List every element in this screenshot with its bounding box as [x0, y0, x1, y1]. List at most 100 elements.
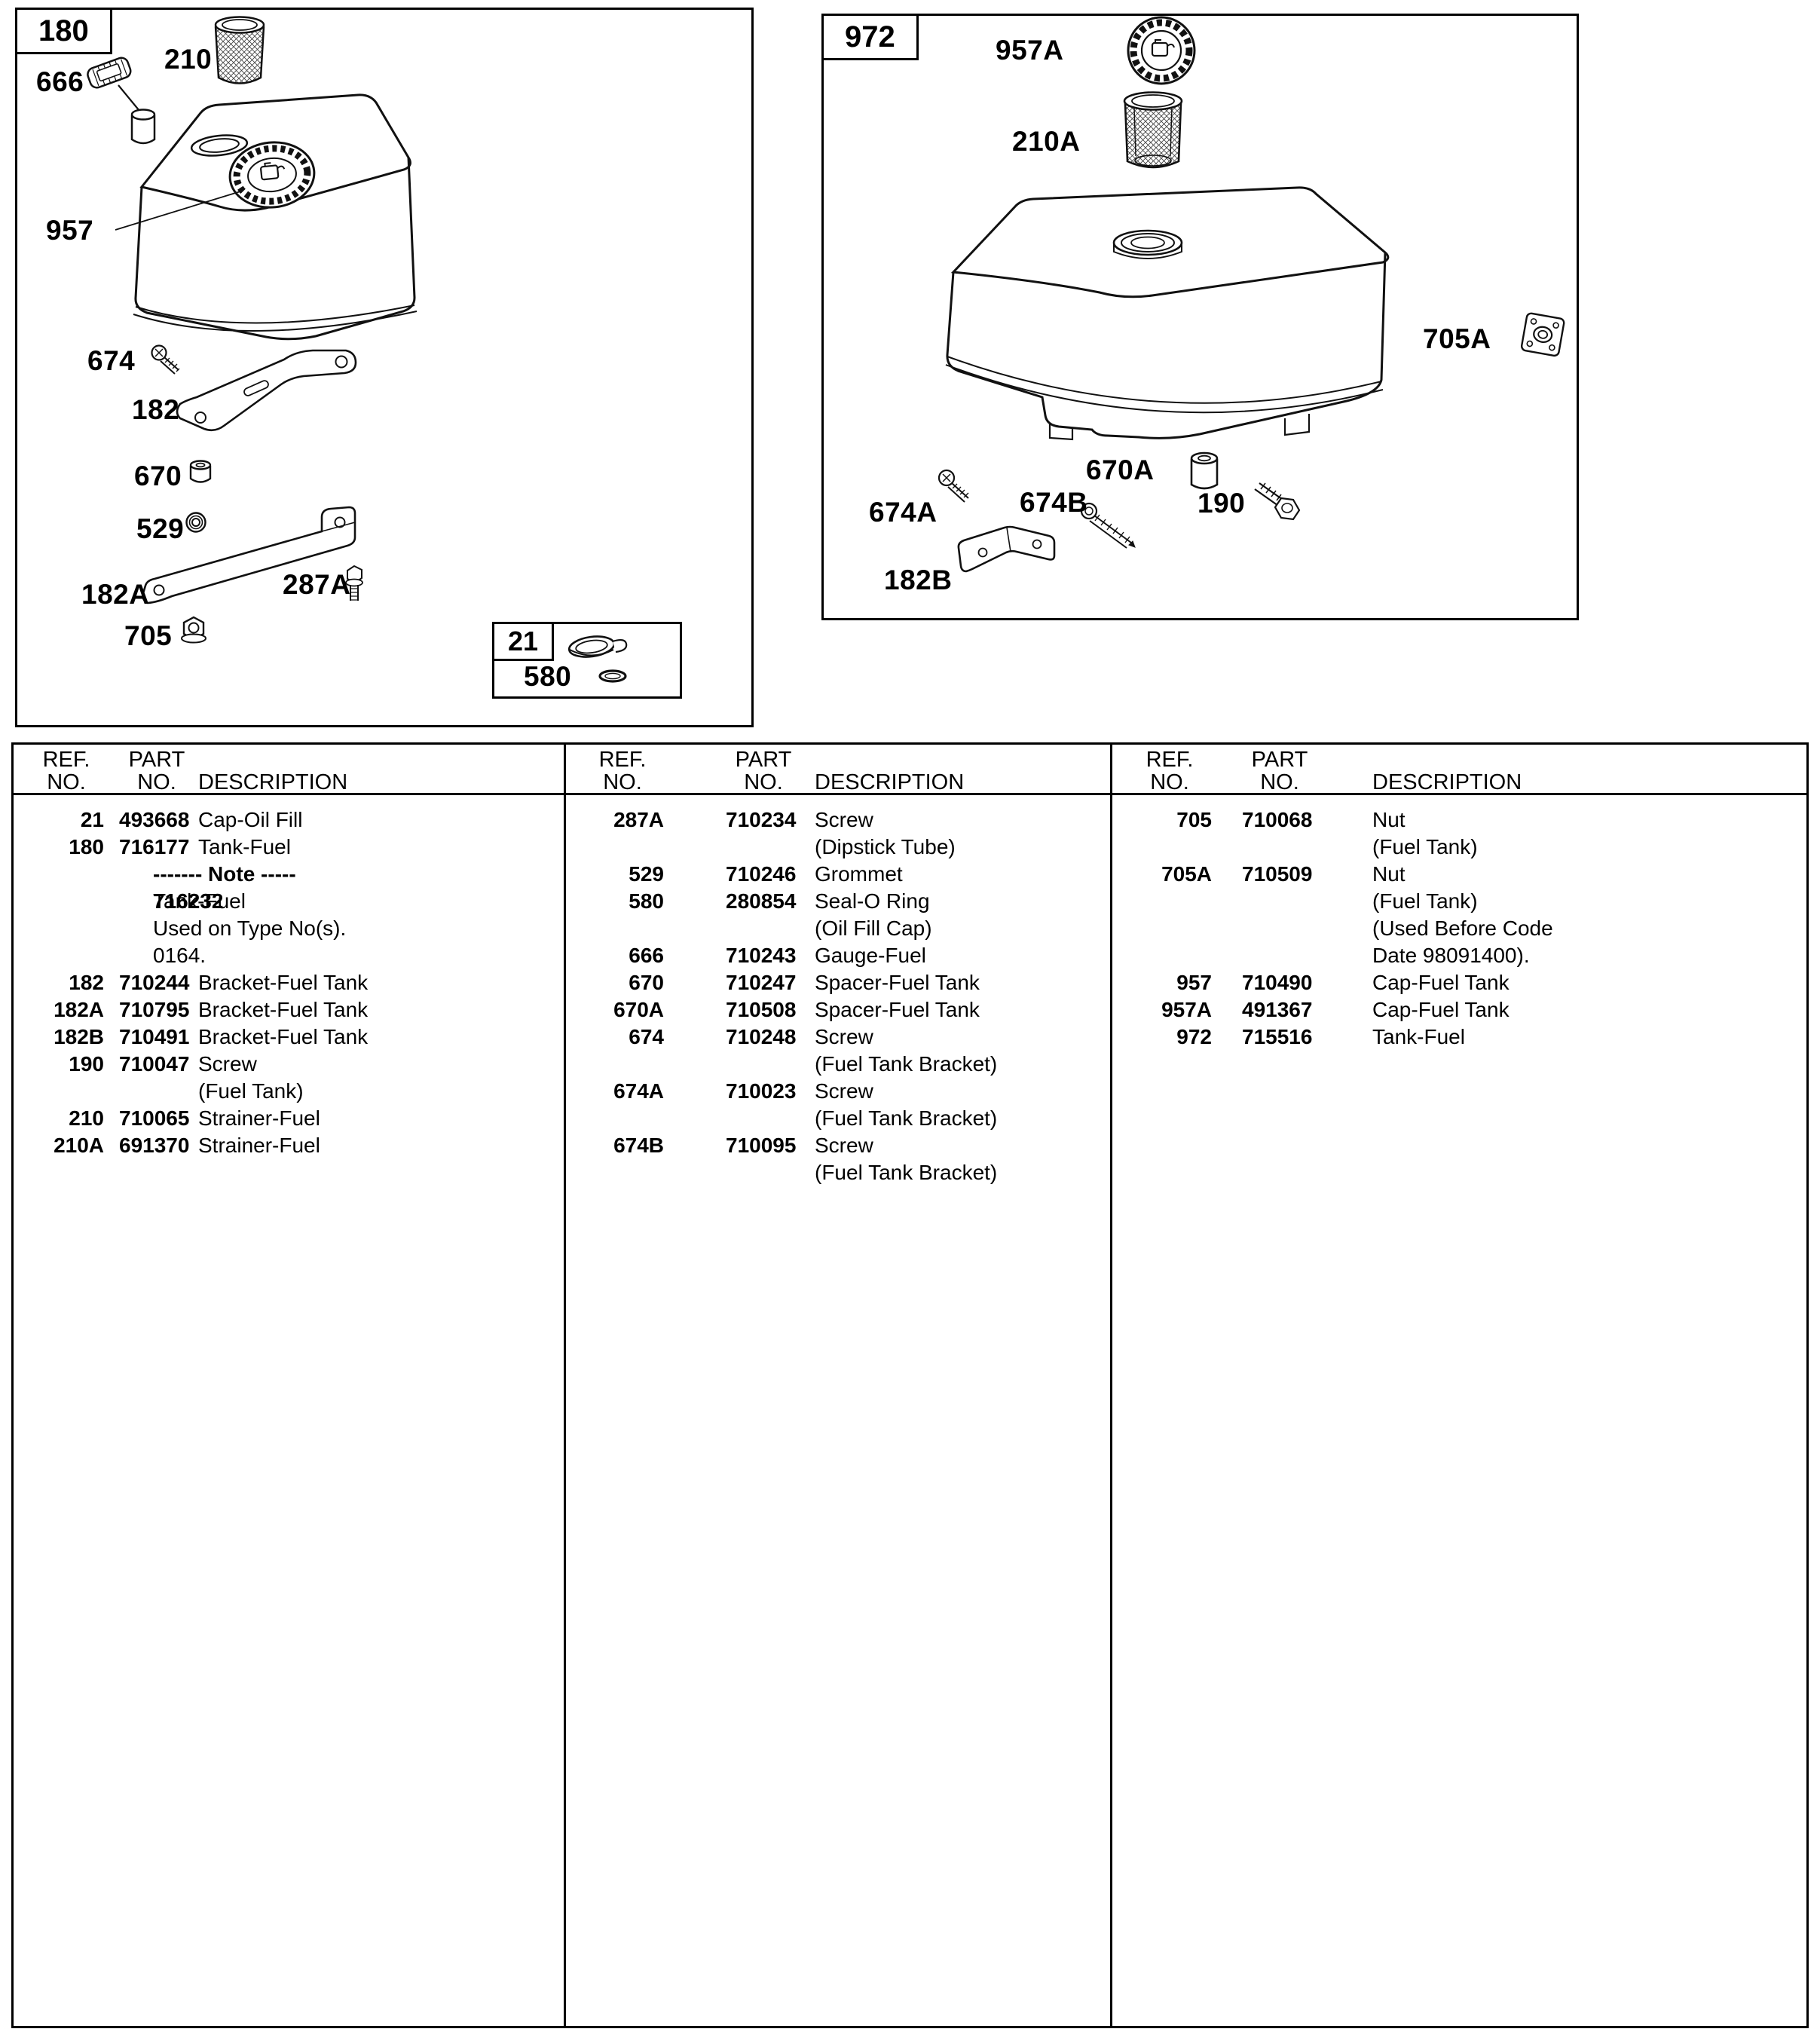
cell-desc: (Oil Fill Cap)	[815, 917, 932, 940]
cell-desc: (Fuel Tank)	[1372, 835, 1478, 858]
table-row: (Fuel Tank)	[1112, 888, 1811, 915]
cell-desc: Screw	[815, 1079, 873, 1103]
cell-ref: 182A	[54, 998, 104, 1021]
cell-ref: 210	[69, 1106, 104, 1130]
header-no: NO.	[1260, 770, 1299, 794]
inset-box-label-21: 21	[494, 624, 555, 661]
cell-part: 280854	[726, 889, 797, 913]
cell-ref: 180	[69, 835, 104, 858]
bracket-icon-182A	[142, 506, 356, 604]
table-row: (Dipstick Tube)	[566, 834, 1110, 861]
screw-icon-674B	[1080, 502, 1136, 549]
cell-desc: Strainer-Fuel	[198, 1106, 320, 1130]
header-part: PART	[735, 748, 792, 772]
cell-desc: Cap-Oil Fill	[198, 808, 303, 831]
cell-desc: Cap-Fuel Tank	[1372, 998, 1510, 1021]
cell-part: 710243	[726, 944, 797, 967]
cell-part: 710490	[1242, 971, 1313, 994]
cell-desc: (Used Before Code	[1372, 917, 1553, 940]
fuel-gauge-icon-666	[87, 57, 156, 145]
header-no: NO.	[137, 770, 176, 794]
cell-ref: 21	[80, 808, 104, 831]
bracket-icon-182	[176, 349, 357, 432]
cell-desc: Tank-Fuel	[1372, 1025, 1465, 1048]
diagram-box-label-972: 972	[824, 16, 919, 60]
spacer-icon-670	[189, 460, 212, 483]
header-ref: REF.	[1146, 748, 1194, 772]
table-header-2: REF. NO. PART NO. DESCRIPTION	[566, 745, 1110, 794]
callout-182: 182	[132, 394, 180, 425]
callout-705: 705	[124, 620, 173, 651]
strainer-icon-210A	[1123, 91, 1183, 169]
cell-ref: 210A	[54, 1134, 104, 1157]
table-row: (Fuel Tank Bracket)	[566, 1051, 1110, 1078]
cell-ref: 705A	[1161, 862, 1212, 886]
cell-desc: (Fuel Tank)	[198, 1079, 304, 1103]
callout-210: 210	[164, 44, 213, 75]
cell-part: 710509	[1242, 862, 1313, 886]
header-no: NO.	[744, 770, 783, 794]
fuel-cap-icon-957	[228, 141, 316, 209]
header-description: DESCRIPTION	[1372, 770, 1522, 794]
table-row: Used on Type No(s).	[14, 915, 564, 942]
cell-desc: Screw	[198, 1052, 257, 1076]
strainer-icon-210	[214, 16, 265, 84]
table-row: (Fuel Tank Bracket)	[566, 1105, 1110, 1132]
cell-ref: 190	[69, 1052, 104, 1076]
cell-part: 716177	[119, 835, 190, 858]
header-part: PART	[1251, 748, 1308, 772]
header-part: PART	[128, 748, 185, 772]
callout-182B: 182B	[884, 565, 953, 595]
cell-desc: Bracket-Fuel Tank	[198, 998, 369, 1021]
table-row: 716232 Tank-Fuel	[14, 888, 564, 915]
diagram-art-180	[87, 16, 628, 683]
header-description: DESCRIPTION	[815, 770, 965, 794]
callout-529: 529	[136, 513, 185, 544]
callout-674B: 674B	[1020, 487, 1088, 518]
cell-part: 710508	[726, 998, 797, 1021]
cell-desc: (Fuel Tank Bracket)	[815, 1161, 998, 1184]
cell-ref: 674	[629, 1025, 664, 1048]
cell-desc: Seal-O Ring	[815, 889, 930, 913]
flange-nut-icon-705A	[1520, 312, 1565, 357]
fuel-cap-icon-957A	[1127, 16, 1196, 85]
callout-182A: 182A	[81, 579, 150, 610]
callout-670A: 670A	[1086, 454, 1155, 485]
table-row: Date 98091400).	[1112, 942, 1811, 969]
fuel-tank-art-972	[945, 186, 1390, 441]
cell-desc: Nut	[1372, 808, 1406, 831]
cell-ref: 529	[629, 862, 664, 886]
fuel-tank-art-180	[133, 93, 418, 341]
callout-666: 666	[36, 66, 84, 97]
o-ring-icon-580	[598, 669, 627, 683]
cell-part: 710068	[1242, 808, 1313, 831]
callout-580: 580	[524, 661, 572, 692]
cell-part: 691370	[119, 1134, 190, 1157]
cell-desc: Grommet	[815, 862, 903, 886]
diagram-art-972	[938, 16, 1565, 573]
cell-ref: 670	[629, 971, 664, 994]
table-row: (Fuel Tank)	[14, 1078, 564, 1105]
inset-box-21: 21	[492, 622, 682, 699]
cell-desc: Gauge-Fuel	[815, 944, 926, 967]
cell-part: 710047	[119, 1052, 190, 1076]
cell-desc: (Dipstick Tube)	[815, 835, 956, 858]
